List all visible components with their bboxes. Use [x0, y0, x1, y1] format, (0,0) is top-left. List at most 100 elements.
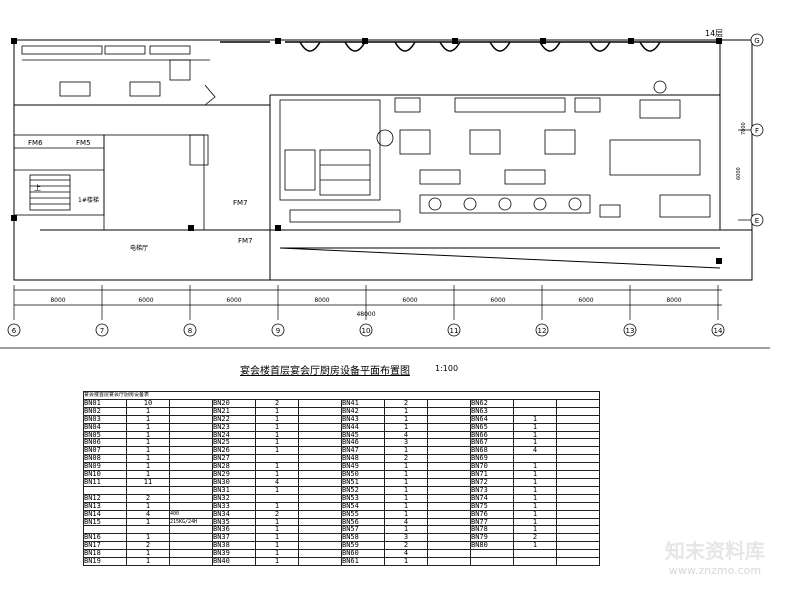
table-cell-qty: 1 [126, 446, 170, 456]
table-cell-qty [513, 406, 557, 416]
table-cell-qty: 1 [255, 525, 299, 535]
table-cell-desc [298, 501, 342, 511]
table-cell-desc [556, 525, 600, 535]
table-cell-qty: 1 [513, 493, 557, 503]
table-cell-qty: 1 [255, 422, 299, 432]
table-cell-code: BN80 [470, 541, 514, 551]
table-cell-code: BN22 [212, 414, 256, 424]
table-cell-desc [298, 398, 342, 408]
table-cell-code: BN65 [470, 422, 514, 432]
table-cell-code: BN35 [212, 517, 256, 527]
table-cell-code: BN20 [212, 398, 256, 408]
table-cell-qty: 1 [384, 509, 428, 519]
table-cell-qty: 1 [513, 541, 557, 551]
table-cell-desc [169, 557, 213, 566]
table-cell-code: BN10 [83, 470, 127, 479]
table-cell-qty: 3 [384, 438, 428, 448]
table-cell-desc [298, 422, 342, 432]
axis-label: 9 [276, 327, 280, 335]
table-cell-code: BN38 [212, 541, 256, 551]
table-cell-code: BN61 [341, 557, 385, 566]
table-cell-desc: 400 [169, 509, 213, 519]
table-cell-code: BN03 [83, 414, 127, 424]
table-cell-desc [169, 454, 213, 464]
table-cell-desc [556, 557, 600, 566]
table-cell-desc [427, 517, 471, 527]
table-cell-desc [169, 470, 213, 479]
table-cell-qty: 4 [384, 549, 428, 559]
table-cell-code: BN05 [83, 430, 127, 440]
room-labels: 14层 FM6 FM5 FM7 FM7 上 1#楼梯 电梯厅 7800 6000 [28, 29, 747, 252]
table-cell-qty: 1 [255, 446, 299, 456]
table-cell-qty: 1 [513, 485, 557, 495]
table-cell-code: BN74 [470, 493, 514, 503]
table-cell-desc [298, 525, 342, 535]
table-cell-code: BN77 [470, 517, 514, 527]
main-kitchen [279, 80, 711, 223]
table-cell-desc [427, 398, 471, 408]
table-cell-code: BN60 [341, 549, 385, 559]
table-cell-code: BN23 [212, 422, 256, 432]
table-caption: 宴会楼首层宴会厅厨房设备表 [83, 391, 600, 400]
table-cell-qty: 4 [384, 430, 428, 440]
table-cell-qty: 1 [126, 406, 170, 416]
table-cell-desc [556, 406, 600, 416]
table-cell-qty: 1 [384, 414, 428, 424]
table-cell-desc [298, 438, 342, 448]
watermark: 知末资料库 www.znzmo.com [640, 535, 790, 577]
table-cell-code: BN12 [83, 493, 127, 503]
table-cell-qty: 1 [513, 477, 557, 487]
structural-columns [11, 38, 722, 264]
table-cell-qty: 1 [126, 462, 170, 472]
upper-left-kitchen [21, 45, 216, 106]
axis-label: E [755, 217, 759, 225]
table-cell-desc [298, 517, 342, 527]
table-cell-code: BN28 [212, 462, 256, 472]
axis-label: 11 [450, 327, 459, 335]
total-dim-label: 48000 [356, 311, 375, 318]
table-cell-qty: 1 [513, 414, 557, 424]
table-cell-desc [427, 525, 471, 535]
table-cell-code: BN73 [470, 485, 514, 495]
axis-label: 6 [12, 327, 17, 335]
table-cell-code: BN41 [341, 398, 385, 408]
table-cell-code: BN58 [341, 533, 385, 543]
table-cell-desc [169, 549, 213, 559]
table-cell-qty: 1 [255, 501, 299, 511]
table-cell-desc [427, 509, 471, 519]
table-cell-qty [255, 493, 299, 503]
top-wall-windows [220, 41, 720, 52]
table-cell-code [470, 549, 514, 559]
table-cell-desc [556, 485, 600, 495]
table-cell-code: BN75 [470, 501, 514, 511]
table-cell-code: BN42 [341, 406, 385, 416]
table-cell-qty: 4 [255, 477, 299, 487]
table-cell-desc [169, 446, 213, 456]
table-caption-row: 宴会楼首层宴会厅厨房设备表 [83, 391, 600, 400]
table-cell-qty: 1 [513, 501, 557, 511]
table-cell-code: BN02 [83, 406, 127, 416]
dim-label: 8000 [666, 297, 681, 304]
bottom-dimensions [0, 285, 770, 349]
stair-tag: 1#楼梯 [78, 196, 99, 204]
table-cell-desc [169, 414, 213, 424]
table-cell-code: BN04 [83, 422, 127, 432]
bay-dimension-labels: 8000 6000 6000 8000 6000 6000 6000 8000 … [50, 297, 681, 318]
table-cell-desc [298, 493, 342, 503]
room-label: FM7 [233, 199, 248, 207]
table-cell-code: BN72 [470, 477, 514, 487]
dim-label: 6000 [578, 297, 593, 304]
table-cell-code: BN33 [212, 501, 256, 511]
table-cell-qty: 1 [255, 406, 299, 416]
watermark-url: www.znzmo.com [668, 564, 762, 577]
table-cell-qty: 2 [255, 398, 299, 408]
table-cell-code: BN43 [341, 414, 385, 424]
table-cell-qty: 2 [384, 454, 428, 464]
table-cell-code: BN37 [212, 533, 256, 543]
table-cell-qty: 11 [126, 477, 170, 487]
table-cell-code: BN66 [470, 430, 514, 440]
